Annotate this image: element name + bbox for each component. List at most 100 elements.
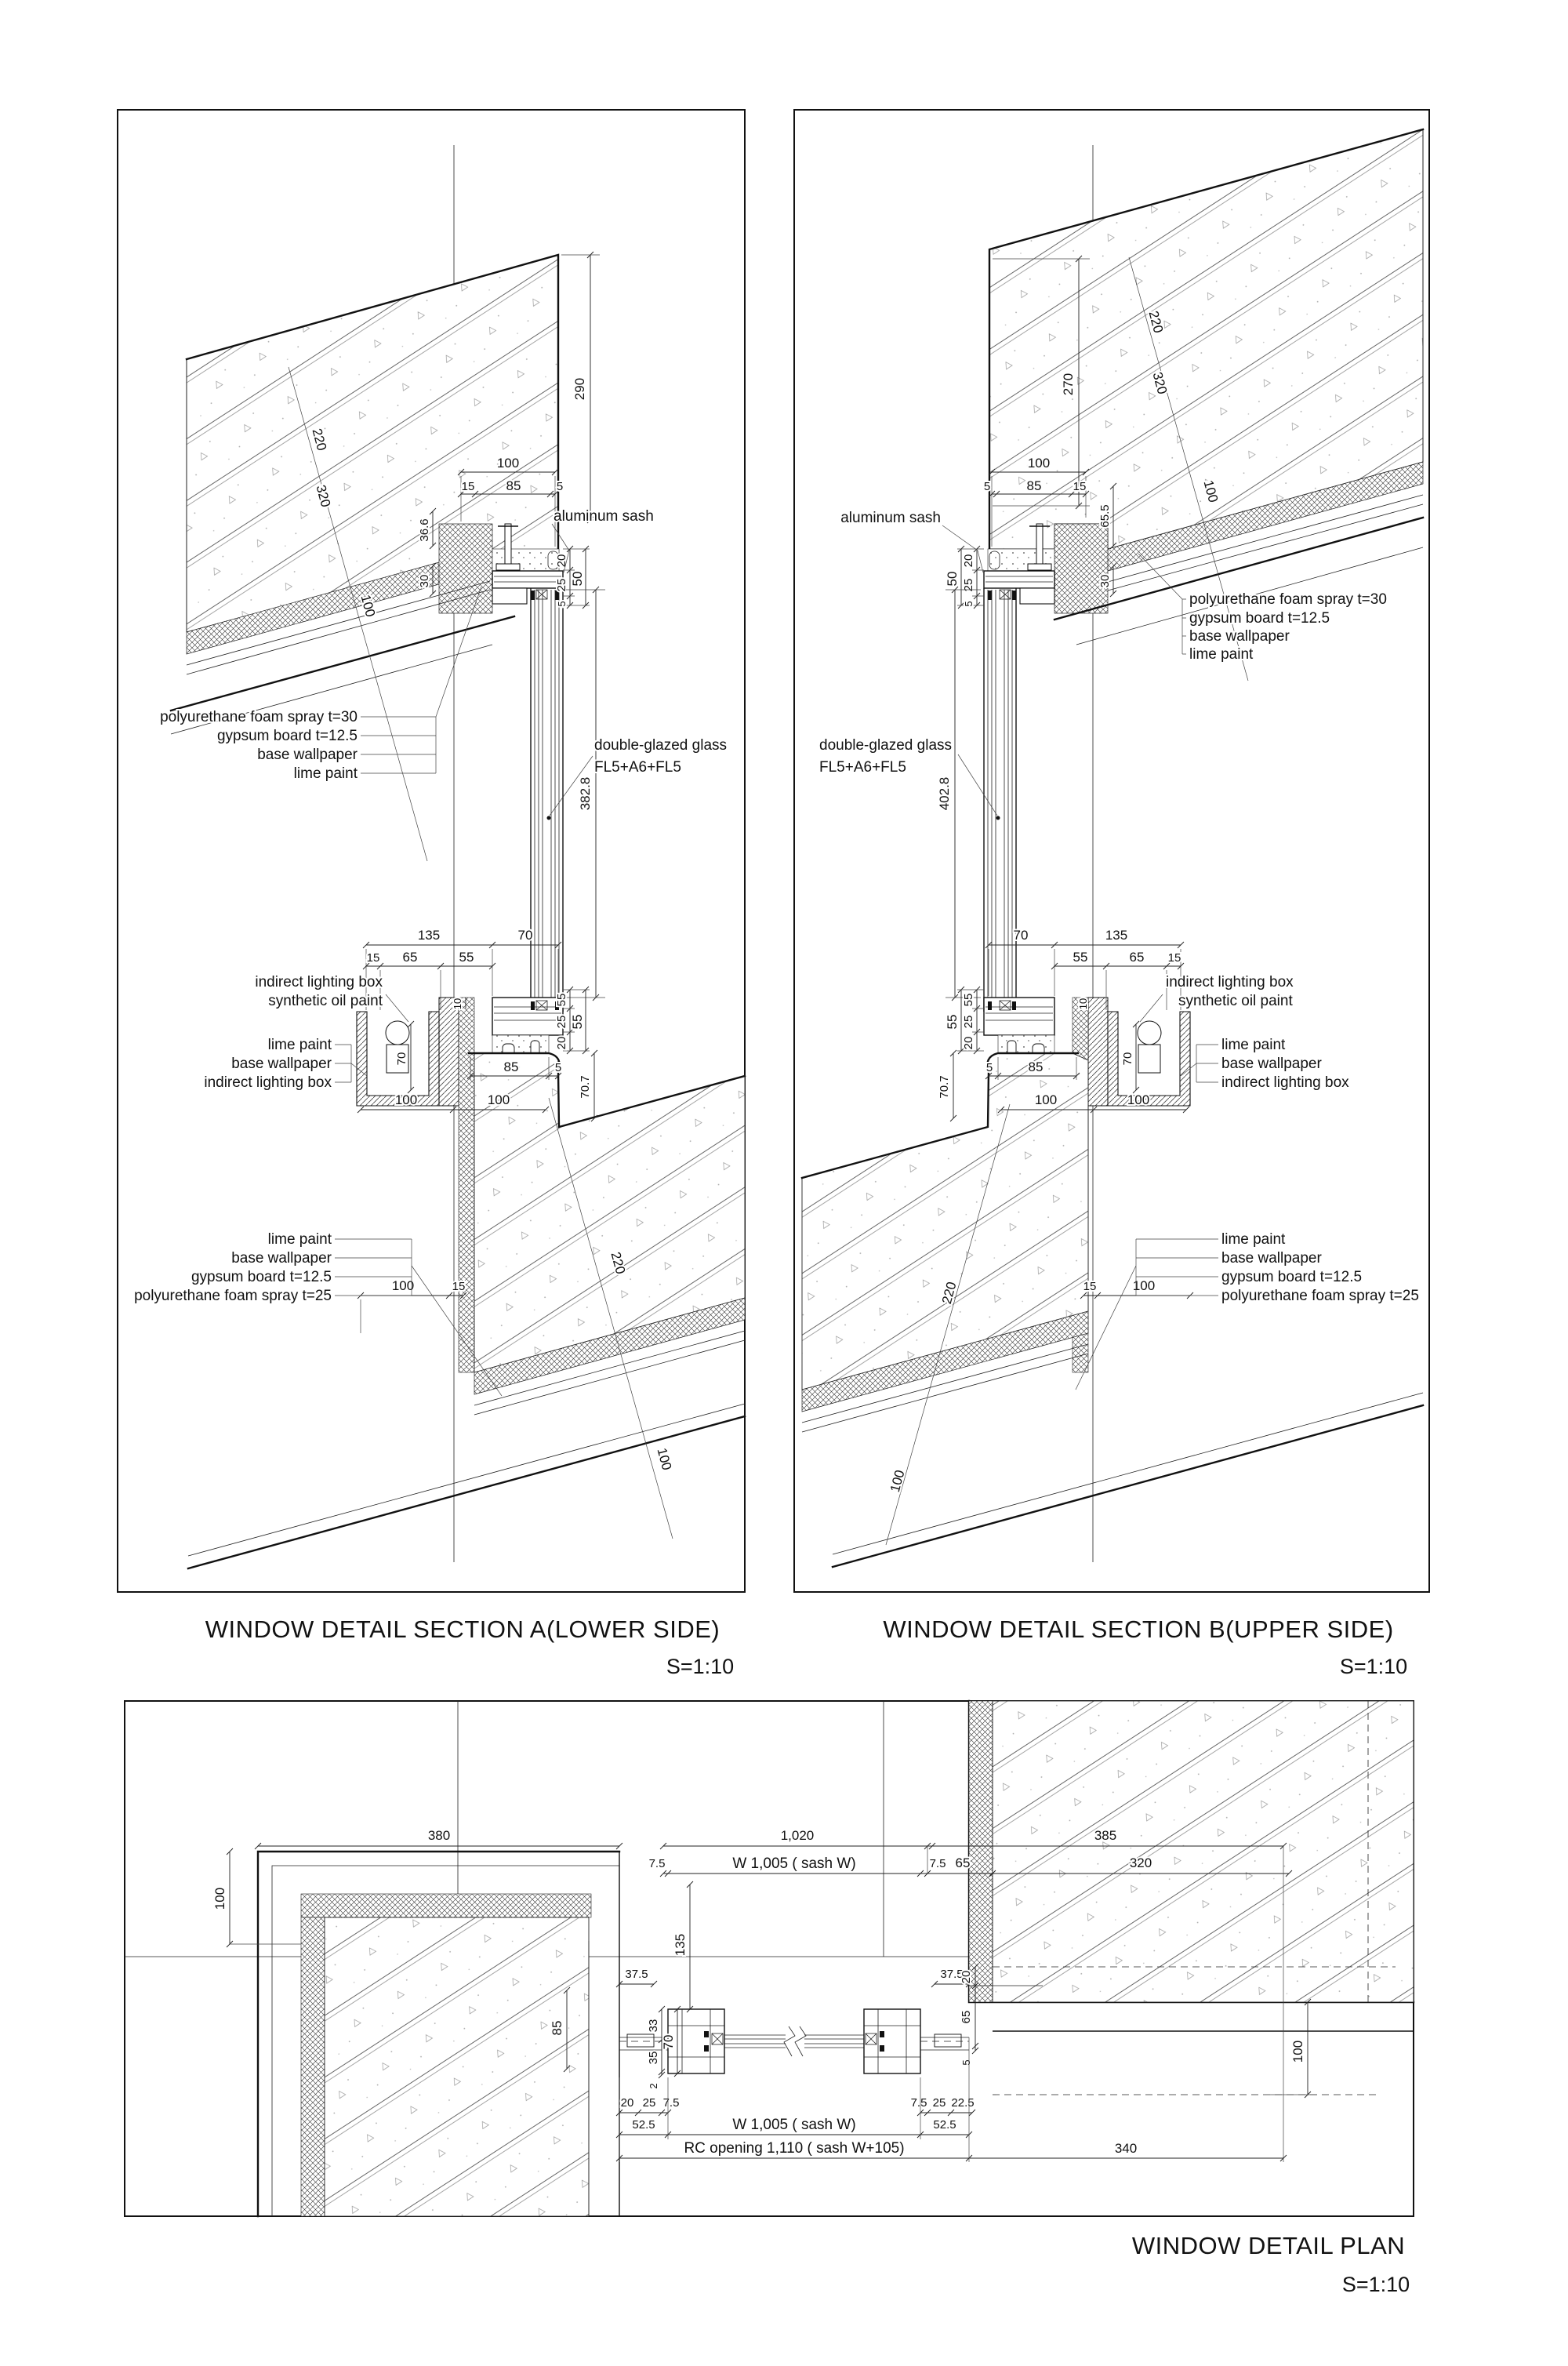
glazing-lines <box>534 590 560 1009</box>
material-label: indirect lighting box <box>204 1074 332 1091</box>
material-label: double-glazed glass <box>819 737 952 754</box>
break-marks <box>783 2026 807 2057</box>
insulation-band-lower <box>474 1297 746 1395</box>
plan: 380 1,020 385 7.5 W 1,005 ( sash W) 7.5 … <box>124 1699 1415 2296</box>
dim-label: 100 <box>654 1446 674 1471</box>
cove-lamp <box>385 1020 410 1045</box>
dim-label: 270 <box>1061 373 1076 395</box>
material-label: lime paint <box>268 1231 332 1248</box>
dim-label: 85 <box>1027 478 1042 493</box>
dim-label: 52.5 <box>933 2118 956 2132</box>
section-b-border <box>793 109 1430 1593</box>
section-a-scale: S=1:10 <box>666 1655 734 1678</box>
dim-label: 55 <box>555 994 568 1007</box>
material-label: base wallpaper <box>231 1056 332 1072</box>
right-jamb-anchor <box>934 2033 962 2048</box>
dim-line-135 <box>686 1881 694 2013</box>
glazing-lines <box>987 590 1013 1009</box>
dim-label: 70.7 <box>938 1075 951 1098</box>
anchor-bolt <box>1036 523 1044 569</box>
dim-label: 70 <box>1121 1052 1134 1066</box>
cove-lamp-base <box>386 1044 409 1074</box>
dim-label: 100 <box>392 1278 414 1293</box>
thickness-reference-lines <box>288 366 673 1539</box>
dim-label: 65 <box>956 1855 971 1870</box>
material-label: lime paint <box>1221 1037 1286 1053</box>
dim-label: 70 <box>395 1052 408 1066</box>
dim-label: 340 <box>1115 2141 1137 2156</box>
dim-label: 65.5 <box>1098 504 1112 527</box>
edge-beyond-bottom <box>187 1415 746 1570</box>
dim-label: 37.5 <box>625 1968 648 1981</box>
dim-label: 2 <box>648 2083 659 2088</box>
dim-chain-20-65-5 <box>971 1963 979 2055</box>
dim-line-37.5-right <box>931 1980 973 1988</box>
material-label: indirect lighting box <box>1166 974 1294 990</box>
dim-label: 5 <box>960 2059 972 2065</box>
cove-lamp <box>1137 1020 1162 1045</box>
dim-label: 65 <box>1130 950 1145 965</box>
section-a-annotations: aluminum sash polyurethane foam spray t=… <box>132 507 728 1397</box>
dim-label: 100 <box>395 1092 417 1107</box>
section-b-structure <box>800 128 1425 1568</box>
section-b-annotations: aluminum sash polyurethane foam spray t=… <box>818 508 1421 1390</box>
material-label: gypsum board t=12.5 <box>217 728 358 744</box>
left-wall-insulation-west <box>300 1917 325 2217</box>
cove-lamp-base <box>1138 1044 1161 1074</box>
right-wall-insulation <box>968 1700 993 2003</box>
dim-label: 402.8 <box>937 777 952 811</box>
dim-line-135-70 <box>362 941 562 949</box>
material-label: indirect lighting box <box>255 974 383 990</box>
dim-line-100-100 <box>357 1106 550 1114</box>
dim-label: 320 <box>1130 1855 1152 1870</box>
dim-chain-5-85-15 <box>988 490 1090 498</box>
material-label: gypsum board t=12.5 <box>1221 1269 1362 1285</box>
dim-label: 25 <box>555 1016 568 1029</box>
dim-line-70-cove <box>407 1020 415 1094</box>
material-label: synthetic oil paint <box>268 993 383 1009</box>
dim-line-402.8 <box>951 586 959 1001</box>
dim-line-70.7 <box>590 1049 598 1122</box>
material-label: lime paint <box>1189 646 1254 663</box>
left-jamb-anchor <box>626 2033 655 2048</box>
dim-label: 20 <box>621 2096 634 2110</box>
dim-label: 70 <box>518 928 533 943</box>
dim-line-1020 <box>659 1842 936 1850</box>
dim-label: 7.5 <box>911 2096 927 2110</box>
dim-label: 100 <box>1133 1278 1155 1293</box>
dim-label: 5 <box>984 480 990 493</box>
dim-label: RC opening 1,110 ( sash W+105) <box>684 2140 904 2157</box>
drawing-titles: WINDOW DETAIL SECTION A(LOWER SIDE) S=1:… <box>205 1615 1407 1678</box>
dim-label: 30 <box>418 575 431 588</box>
dim-label: 135 <box>673 1934 688 1956</box>
plan-structure <box>125 1699 1415 2218</box>
dim-label: 10 <box>1077 998 1089 1009</box>
left-jamb-frame <box>667 2008 725 2074</box>
dim-label: 65 <box>960 2011 973 2024</box>
sealant-backer <box>547 551 559 570</box>
dim-label: 382.8 <box>578 777 593 811</box>
line-beyond-bottom <box>832 1392 1424 1555</box>
dim-line-382.8 <box>592 586 600 1001</box>
dim-label: 385 <box>1094 1828 1116 1843</box>
dim-line-100-left <box>226 1848 234 1948</box>
dim-label: 36.6 <box>418 518 431 541</box>
dim-label: 37.5 <box>940 1968 963 1981</box>
dim-label: 65 <box>403 950 418 965</box>
dim-label: 50 <box>570 572 585 587</box>
dim-label: 1,020 <box>781 1828 815 1843</box>
dim-line-320 <box>993 1870 1293 1877</box>
section-b-scale: S=1:10 <box>1340 1655 1407 1678</box>
sash-stiles <box>983 588 1017 1012</box>
dim-label: 70 <box>1014 928 1029 943</box>
material-label: aluminum sash <box>840 510 941 526</box>
dim-chain-15-65-55 <box>362 962 496 970</box>
left-wall-outer-face <box>256 1850 621 2218</box>
material-label: base wallpaper <box>1189 628 1290 645</box>
dim-label: 15 <box>367 951 380 965</box>
right-jamb-frame <box>863 2008 921 2074</box>
facade-edge-beyond <box>1053 516 1425 621</box>
plan-scale: S=1:10 <box>1342 2273 1410 2296</box>
insulation-band-lower <box>801 1310 1089 1412</box>
anchor-plate <box>495 563 521 571</box>
